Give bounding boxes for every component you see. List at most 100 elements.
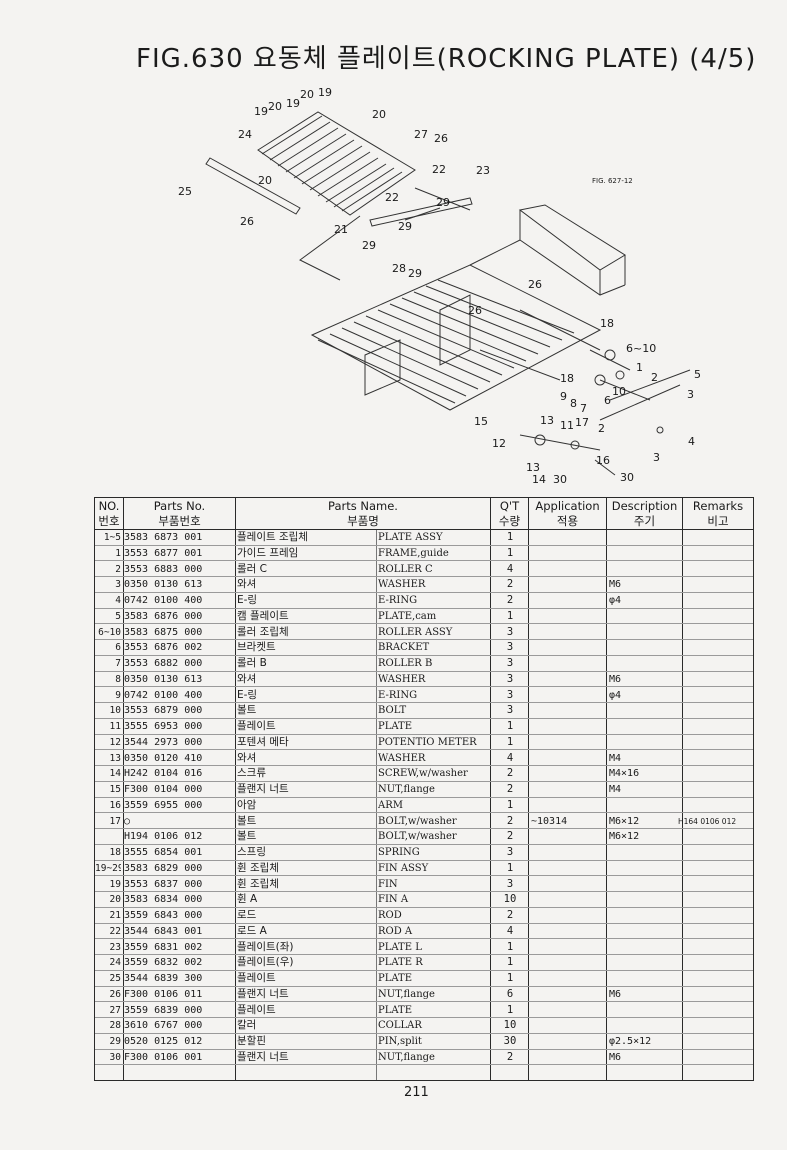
cell-no: 6~10 bbox=[98, 626, 121, 638]
cell-en: NUT,flange bbox=[378, 1051, 435, 1063]
cell-pn: H242 0104 016 bbox=[124, 768, 203, 780]
cell-no: 16 bbox=[109, 799, 121, 811]
cell-pn: ○ bbox=[124, 815, 131, 827]
cell-en: SCREW,w/washer bbox=[378, 768, 468, 780]
cell-no: 9 bbox=[115, 689, 121, 701]
callout-label: 19 bbox=[254, 105, 268, 118]
callout-label: 17 bbox=[575, 416, 589, 429]
callout-label: 5 bbox=[694, 368, 701, 381]
cell-de: M4 bbox=[609, 752, 622, 764]
cell-pn: 3553 6882 000 bbox=[124, 658, 203, 669]
cell-pn: 3559 6832 002 bbox=[124, 957, 203, 969]
cell-qt: 2 bbox=[506, 783, 514, 795]
cell-pn: 3559 6831 002 bbox=[124, 941, 203, 953]
exploded-parts-diagram: FIG. 627-12 19 20 19 20 19 20 24 27 26 2… bbox=[178, 86, 701, 486]
cell-ko: 가이드 프레임 bbox=[237, 546, 299, 559]
callout-label: 6 bbox=[604, 394, 611, 407]
cell-qt: 2 bbox=[506, 1050, 514, 1063]
cell-qt: 1 bbox=[506, 1003, 514, 1016]
cell-no: 4 bbox=[115, 595, 121, 606]
cell-qt: 3 bbox=[506, 688, 514, 701]
cell-ko: 휜 조립체 bbox=[237, 877, 279, 890]
cell-no: 19 bbox=[109, 878, 121, 890]
callout-label: 9 bbox=[560, 390, 567, 403]
cell-ko: 플랜지 너트 bbox=[237, 783, 289, 795]
cell-qt: 3 bbox=[506, 657, 514, 669]
cell-de: M4 bbox=[609, 784, 622, 795]
callout-label: 11 bbox=[560, 419, 574, 432]
cell-pn: 3553 6883 000 bbox=[124, 563, 203, 575]
callout-label: 15 bbox=[474, 415, 488, 428]
cell-en: SPRING bbox=[378, 847, 420, 858]
cell-pn: 0350 0130 613 bbox=[124, 673, 203, 685]
cell-en: E-RING bbox=[378, 595, 418, 606]
cell-no: 13 bbox=[109, 752, 121, 764]
cell-qt: 10 bbox=[503, 893, 517, 906]
callout-label: 19 bbox=[318, 86, 332, 99]
cell-de: M6 bbox=[609, 673, 622, 685]
callout-label: 19 bbox=[286, 97, 300, 110]
cell-en: FIN A bbox=[378, 894, 409, 906]
cell-en: NUT,flange bbox=[378, 988, 435, 1000]
column-divider bbox=[123, 530, 124, 1080]
cell-no: 1~5 bbox=[103, 532, 121, 543]
callout-label: 12 bbox=[492, 437, 506, 450]
cell-qt: 1 bbox=[506, 735, 514, 748]
callout-label: 27 bbox=[414, 128, 428, 141]
cell-qt: 1 bbox=[506, 940, 514, 953]
cell-pn: 0350 0130 613 bbox=[124, 579, 203, 591]
cell-en: FIN bbox=[378, 878, 398, 890]
cell-pn: 3544 6839 300 bbox=[124, 973, 203, 984]
cell-qt: 3 bbox=[506, 672, 514, 685]
column-divider bbox=[376, 530, 377, 1080]
callout-label: 21 bbox=[334, 223, 348, 236]
header-remarks: Remarks 비고 bbox=[683, 498, 753, 530]
cell-ko: 와셔 bbox=[237, 578, 257, 591]
cell-qt: 1 bbox=[506, 798, 514, 811]
cell-no: 23 bbox=[109, 941, 121, 953]
cell-ko: 로드 A bbox=[237, 924, 267, 937]
cell-re: H164 0106 012 bbox=[678, 816, 737, 826]
cell-en: ROD A bbox=[378, 925, 413, 937]
cell-ko: 브라켓트 bbox=[237, 641, 276, 654]
cell-en: ROLLER ASSY bbox=[378, 626, 453, 638]
cell-pn: 0520 0125 012 bbox=[124, 1036, 203, 1047]
cell-pn: 0742 0100 400 bbox=[124, 595, 203, 606]
cell-en: PLATE bbox=[378, 1004, 413, 1016]
cell-ko: 롤러 B bbox=[237, 657, 267, 669]
cell-en: PLATE bbox=[378, 721, 413, 732]
cell-en: E-RING bbox=[378, 689, 418, 701]
header-qty: Q'T 수량 bbox=[491, 498, 529, 530]
callout-label: 20 bbox=[268, 100, 282, 113]
cell-de: M6×12 bbox=[609, 815, 640, 827]
cell-qt: 2 bbox=[506, 814, 514, 827]
cell-en: FIN ASSY bbox=[378, 862, 429, 874]
cell-en: PLATE bbox=[378, 973, 413, 984]
cell-no: 14 bbox=[109, 768, 121, 780]
callout-label: 13 bbox=[540, 414, 554, 427]
cell-qt: 1 bbox=[506, 956, 514, 969]
cell-no: 12 bbox=[109, 736, 121, 748]
column-divider bbox=[606, 530, 607, 1080]
cell-pn: 3583 6834 000 bbox=[124, 894, 203, 906]
cell-ko: 플레이트 bbox=[237, 720, 276, 732]
cell-pn: F300 0104 000 bbox=[124, 784, 203, 795]
callout-label: 30 bbox=[553, 473, 567, 486]
fin-assembly-drawing bbox=[205, 111, 473, 281]
cell-qt: 1 bbox=[506, 861, 514, 874]
cell-en: NUT,flange bbox=[378, 784, 435, 795]
cell-qt: 1 bbox=[506, 546, 514, 559]
cell-no: 7 bbox=[115, 658, 121, 669]
cell-pn: 3553 6879 000 bbox=[124, 705, 203, 717]
callout-label: 29 bbox=[436, 196, 450, 209]
cell-no: 3 bbox=[115, 579, 121, 591]
cell-en: PIN,split bbox=[378, 1036, 422, 1047]
